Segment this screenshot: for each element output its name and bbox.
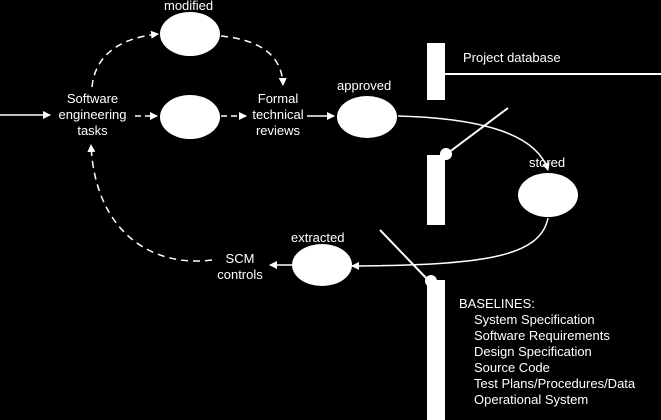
database-gap-bottom [427,225,445,280]
stored-node [518,173,578,217]
reviews-line-3: reviews [255,123,301,138]
tasks-line-2: engineering [58,107,127,122]
extracted-label: extracted [291,230,345,245]
formal-technical-reviews-node: Formal technical reviews [243,91,313,139]
scm-to-tasks-arrow [87,144,213,262]
stored-to-extracted-arrow [351,217,549,270]
project-database-title: Project database [463,50,561,65]
software-engineering-tasks-node: Software engineering tasks [50,91,135,139]
baseline-item: Test Plans/Procedures/Data [474,376,636,391]
baselines-title: BASELINES: [459,296,535,311]
tasks-line-3: tasks [77,123,108,138]
database-pointer-top [440,107,509,160]
tasks-to-modified-arrow [91,30,159,88]
modified-to-reviews-arrow [220,35,287,86]
baseline-item: System Specification [474,312,595,327]
reviews-line-2: technical [252,107,304,122]
tasks-line-1: Software [66,91,119,106]
reviews-line-1: Formal [257,91,299,106]
scm-controls-node: SCM controls [210,251,270,283]
database-header [445,43,661,73]
modified-node [160,12,220,56]
baselines-region [445,280,661,420]
database-pointer-bottom [379,229,437,287]
stored-label: stored [529,155,566,170]
approved-label: approved [337,78,392,93]
scm-line-1: SCM [225,251,255,266]
modified-label: modified [164,0,214,13]
database-gap-top [427,100,445,155]
approved-node [337,96,397,138]
baseline-item: Operational System [474,392,589,407]
scm-line-2: controls [217,267,263,282]
baseline-item: Source Code [474,360,550,375]
baseline-item: Software Requirements [474,328,610,343]
baseline-item: Design Specification [474,344,592,359]
middle-node [160,95,220,139]
baselines-list: BASELINES: System Specification Software… [459,296,635,408]
approved-to-stored-arrow [397,115,550,171]
extracted-node [292,244,352,286]
